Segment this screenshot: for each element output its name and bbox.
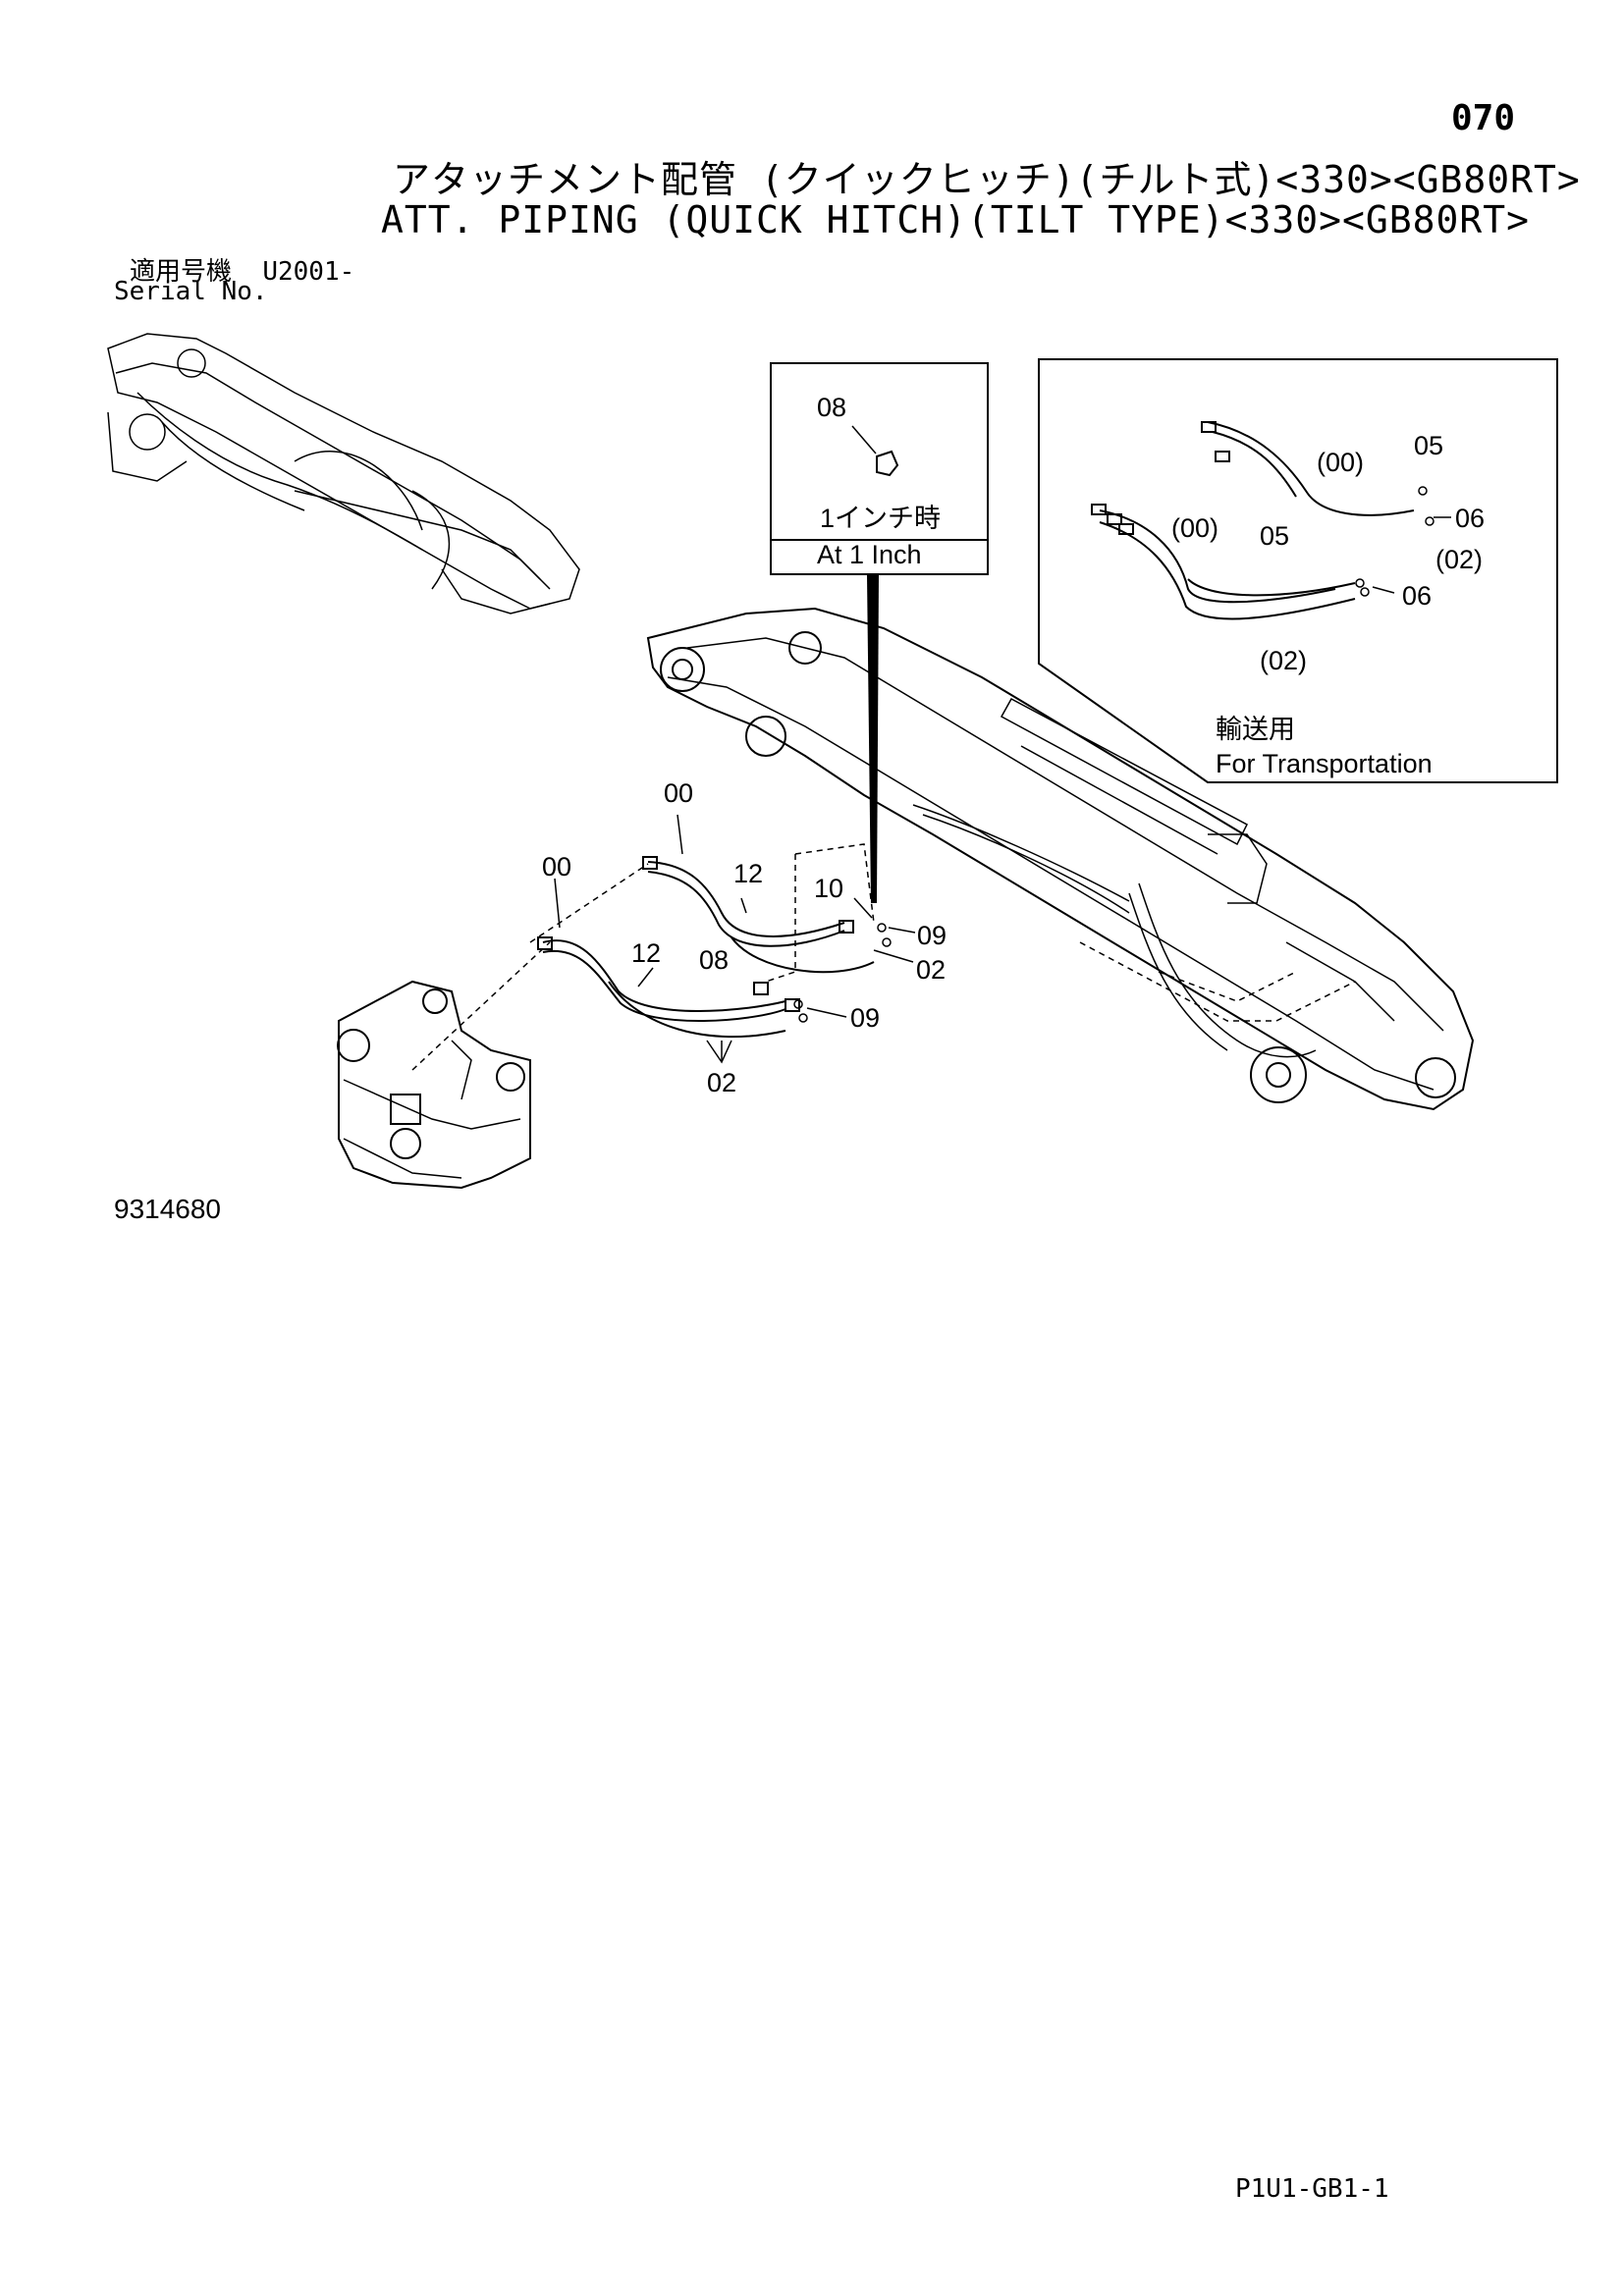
overview-boom-sketch — [107, 333, 580, 614]
transport-callout-06-upper: 06 — [1455, 504, 1485, 533]
callout-12-upper: 12 — [733, 859, 763, 888]
callout-08: 08 — [699, 945, 729, 975]
callout-10: 10 — [814, 874, 843, 903]
inset-one-inch-box: 08 1インチ時 At 1 Inch — [770, 362, 989, 903]
serial-label-jp-text: 適用号機 — [130, 257, 233, 287]
inset-transport-box: (00) 05 06 (00) 05 (02) 06 (02) 輸送用 For … — [1038, 358, 1558, 783]
quick-hitch-drawing — [337, 980, 531, 1190]
callout-02-lower: 02 — [707, 1068, 736, 1097]
callout-09-lower: 09 — [850, 1003, 880, 1033]
hose-lines — [411, 814, 916, 1071]
main-boom-drawing — [646, 607, 1475, 1111]
page-title-english: ATT. PIPING (QUICK HITCH)(TILT TYPE)<330… — [381, 198, 1531, 241]
transport-callout-02-upper: (02) — [1435, 545, 1483, 574]
transport-caption-en: For Transportation — [1216, 749, 1433, 778]
serial-value: U2001- — [262, 257, 355, 287]
inset-one-inch-part-label: 08 — [817, 393, 846, 422]
callout-09-upper: 09 — [917, 921, 947, 950]
transport-caption-jp: 輸送用 — [1216, 715, 1295, 744]
callout-00-upper: 00 — [664, 778, 693, 808]
serial-label-english: Serial No. — [114, 277, 268, 306]
transport-callout-05-upper: 05 — [1414, 431, 1443, 460]
callout-00-lower-left: 00 — [542, 852, 571, 881]
inset-one-inch-caption-en: At 1 Inch — [817, 540, 922, 569]
callout-12-lower: 12 — [631, 938, 661, 968]
transport-callout-02-lower: (02) — [1260, 646, 1307, 675]
serial-label-japanese: 適用号機 U2001- — [130, 251, 354, 288]
callout-02-right: 02 — [916, 955, 946, 985]
drawing-number: 9314680 — [114, 1194, 222, 1224]
page-number: 070 — [1451, 98, 1516, 138]
transport-callout-06-lower: 06 — [1402, 581, 1432, 611]
transport-callout-05-lower: 05 — [1260, 521, 1289, 551]
transport-callout-00-lower: (00) — [1171, 513, 1218, 543]
transport-callout-00-upper: (00) — [1317, 448, 1364, 477]
inset-one-inch-caption-jp: 1インチ時 — [820, 504, 941, 533]
sheet-code: P1U1-GB1-1 — [1235, 2174, 1389, 2204]
